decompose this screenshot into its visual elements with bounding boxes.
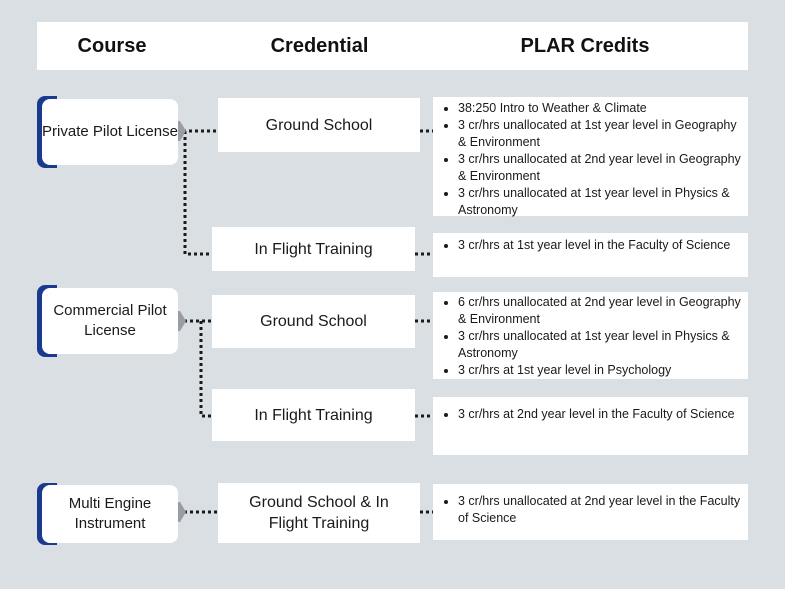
plar-item: 3 cr/hrs unallocated at 1st year level i… [458, 185, 748, 219]
course-label: Commercial Pilot License [53, 302, 167, 339]
course-multi-engine: Multi Engine Instrument [42, 485, 178, 543]
plar-private-flight: 3 cr/hrs at 1st year level in the Facult… [433, 233, 748, 277]
plar-item: 6 cr/hrs unallocated at 2nd year level i… [458, 294, 748, 328]
plar-item: 3 cr/hrs unallocated at 2nd year level i… [458, 493, 748, 527]
credential-label: Ground School [265, 116, 373, 134]
credential-private-ground: Ground School [218, 98, 420, 152]
plar-item: 3 cr/hrs unallocated at 2nd year level i… [458, 151, 748, 185]
connector-private-flight [183, 131, 212, 256]
plar-item: 3 cr/hrs unallocated at 1st year level i… [458, 117, 748, 151]
plar-item: 3 cr/hrs at 2nd year level in the Facult… [458, 406, 748, 423]
credential-label: In Flight Training [254, 240, 373, 258]
table-header: Course Credential PLAR Credits [37, 22, 748, 70]
credential-private-flight: In Flight Training [212, 227, 415, 271]
header-credential: Credential [270, 35, 369, 57]
plar-item: 38:250 Intro to Weather & Climate [458, 100, 748, 117]
credential-label: In Flight Training [254, 406, 373, 424]
course-commercial-pilot: Commercial Pilot License [42, 288, 178, 354]
connector-commercial-flight [199, 321, 212, 418]
plar-commercial-flight: 3 cr/hrs at 2nd year level in the Facult… [433, 397, 748, 455]
credential-commercial-ground: Ground School [212, 295, 415, 348]
plar-item: 3 cr/hrs at 1st year level in Psychology [458, 362, 748, 379]
plar-item: 3 cr/hrs unallocated at 1st year level i… [458, 328, 748, 362]
plar-multi: 3 cr/hrs unallocated at 2nd year level i… [433, 484, 748, 540]
credential-multi-combined: Ground School & In Flight Training [218, 483, 420, 543]
plar-item: 3 cr/hrs at 1st year level in the Facult… [458, 237, 748, 254]
plar-private-ground: 38:250 Intro to Weather & Climate 3 cr/h… [433, 97, 748, 219]
header-plar-credits: PLAR Credits [520, 35, 650, 57]
credential-label: Ground School & In Flight Training [249, 494, 389, 532]
course-label: Private Pilot License [42, 123, 178, 140]
credential-label: Ground School [260, 313, 367, 330]
credential-commercial-flight: In Flight Training [212, 389, 415, 441]
header-course: Course [77, 35, 147, 57]
plar-commercial-ground: 6 cr/hrs unallocated at 2nd year level i… [433, 292, 748, 379]
course-label: Multi Engine Instrument [68, 495, 152, 532]
course-private-pilot: Private Pilot License [42, 99, 178, 165]
